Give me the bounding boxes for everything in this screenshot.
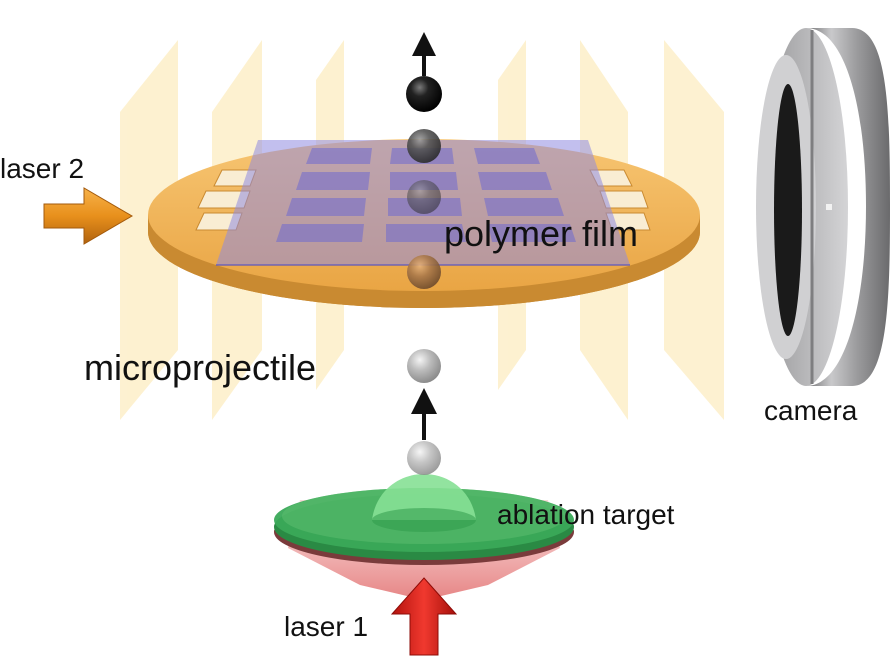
black-arrow-up-icon [412,32,436,56]
laser1-label: laser 1 [284,611,368,642]
ablation-target [274,474,574,565]
projectile-dark [406,76,442,112]
projectile-sequence [406,32,442,475]
laser2-label: laser 2 [0,153,84,184]
ablation-target-label: ablation target [497,499,675,530]
microprojectile-label: microprojectile [84,347,316,388]
projectile-under-film [407,255,441,289]
orange-arrow-right-icon [43,187,133,245]
camera-label: camera [764,395,858,426]
camera-lens-icon [756,28,890,386]
red-arrow-up-icon [390,577,458,656]
black-arrow-up-icon [411,388,437,414]
projectile-mid [407,129,441,163]
projectile-launch [407,441,441,475]
polymer-film-label: polymer film [444,213,638,254]
projectile-light [407,349,441,383]
projectile-in-film [407,180,441,214]
ablation-bump [372,474,476,520]
